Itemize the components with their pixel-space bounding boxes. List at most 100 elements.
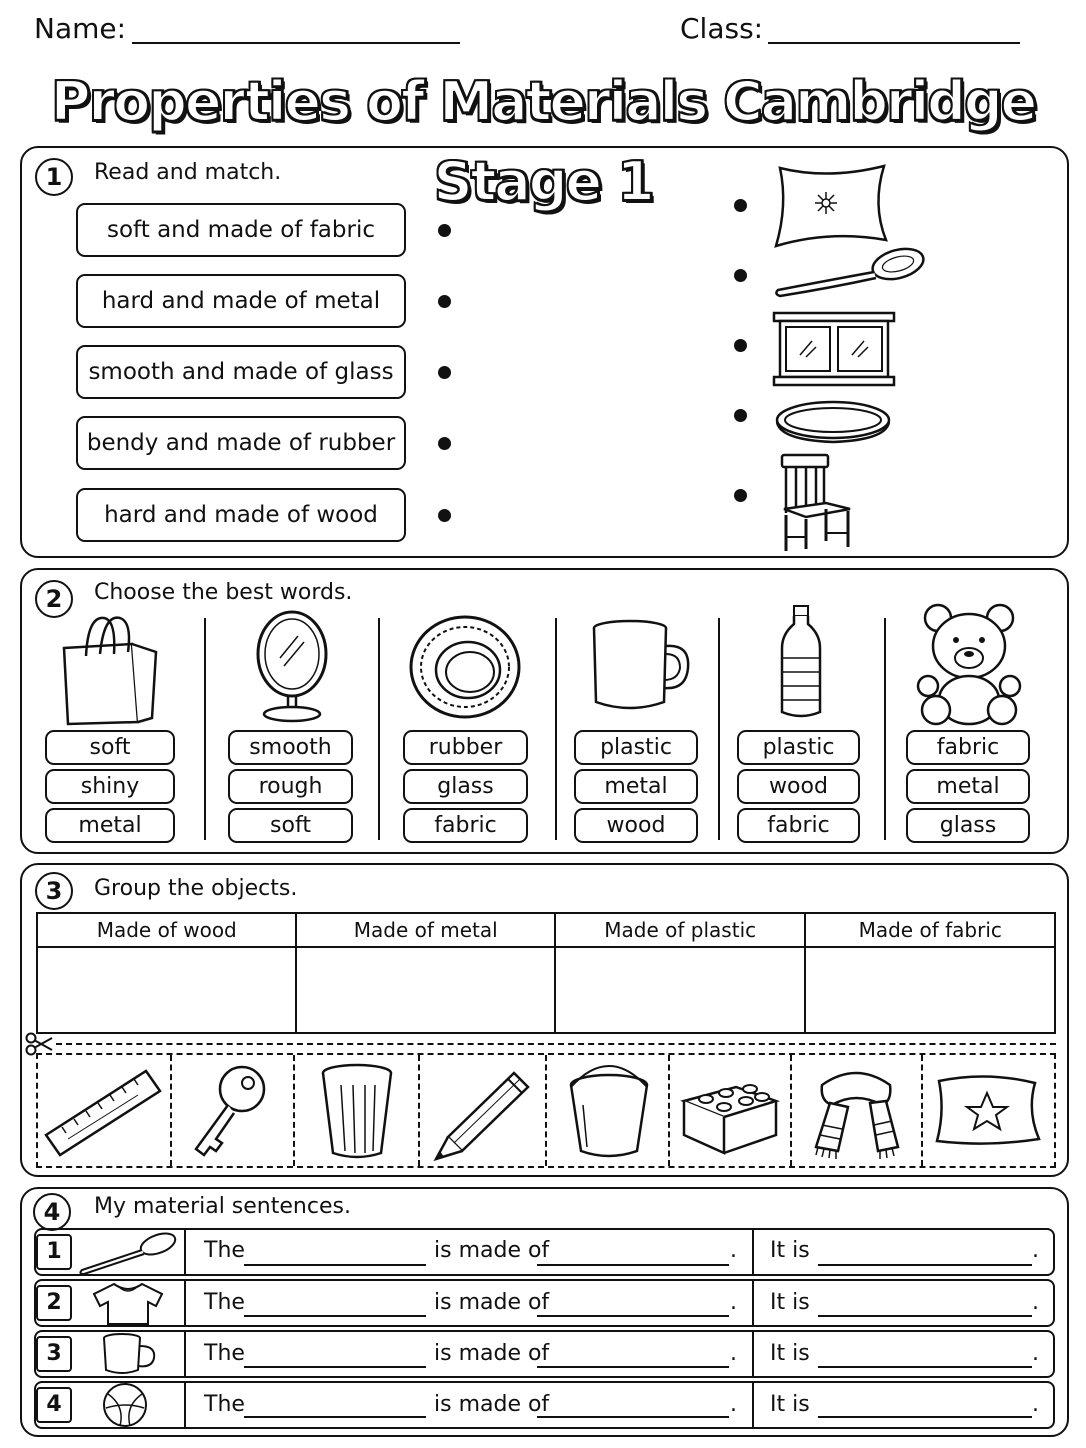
property-blank[interactable] [818, 1416, 1032, 1418]
made-of-label: is made of [434, 1238, 550, 1263]
option-mug-2[interactable]: metal [574, 769, 698, 804]
the-label: The [204, 1290, 245, 1315]
name-field[interactable] [132, 42, 460, 44]
period: . [1032, 1290, 1039, 1315]
phrase-bendy-rubber[interactable]: bendy and made of rubber [76, 416, 406, 470]
period: . [1032, 1341, 1039, 1366]
object-blank[interactable] [244, 1366, 426, 1368]
cut-card-pencil[interactable] [420, 1055, 547, 1166]
option-bag-1[interactable]: soft [45, 730, 175, 765]
option-mug-1[interactable]: plastic [574, 730, 698, 765]
sentence-row [34, 1330, 1055, 1378]
sentence-row [34, 1381, 1055, 1429]
option-mirror-3[interactable]: soft [228, 808, 353, 843]
section-2-instruction: Choose the best words. [94, 580, 353, 605]
match-dot-left-3[interactable] [438, 366, 451, 379]
scissors-icon [25, 1032, 53, 1056]
drop-cell-metal[interactable] [295, 946, 556, 1034]
match-dot-right-3[interactable] [734, 339, 747, 352]
spoon-icon [79, 1232, 177, 1276]
bag-icon [62, 616, 158, 726]
match-dot-right-1[interactable] [734, 199, 747, 212]
property-blank[interactable] [818, 1264, 1032, 1266]
cut-line [56, 1043, 1056, 1045]
phrase-soft-fabric[interactable]: soft and made of fabric [76, 203, 406, 257]
match-dot-left-1[interactable] [438, 224, 451, 237]
class-field[interactable] [768, 42, 1020, 44]
column-divider [718, 618, 720, 840]
sentence-row [34, 1279, 1055, 1327]
option-mug-3[interactable]: wood [574, 808, 698, 843]
tyre-icon [409, 615, 521, 719]
match-dot-left-4[interactable] [438, 437, 451, 450]
the-label: The [204, 1341, 245, 1366]
option-teddy-1[interactable]: fabric [906, 730, 1030, 765]
match-dot-left-5[interactable] [438, 509, 451, 522]
section-number-3: 3 [35, 872, 73, 910]
match-dot-right-5[interactable] [734, 489, 747, 502]
option-bottle-3[interactable]: fabric [737, 808, 860, 843]
option-teddy-3[interactable]: glass [906, 808, 1030, 843]
cut-card-key-inner[interactable] [172, 1055, 295, 1166]
phrase-smooth-glass[interactable]: smooth and made of glass [76, 345, 406, 399]
material-blank[interactable] [537, 1315, 729, 1317]
section-number-1: 1 [35, 158, 73, 196]
option-tyre-3[interactable]: fabric [403, 808, 528, 843]
row-divider [184, 1381, 186, 1429]
bottle-icon [780, 605, 822, 718]
sentence-number: 2 [36, 1285, 72, 1321]
object-blank[interactable] [244, 1315, 426, 1317]
teddy-bear-icon [916, 603, 1022, 726]
match-dot-right-4[interactable] [734, 409, 747, 422]
cut-card-cushion[interactable] [923, 1055, 1054, 1166]
material-blank[interactable] [537, 1416, 729, 1418]
drop-cell-wood[interactable] [35, 946, 298, 1034]
row-divider [752, 1381, 754, 1429]
match-dot-left-2[interactable] [438, 295, 451, 308]
option-mirror-2[interactable]: rough [228, 769, 353, 804]
phrase-hard-wood[interactable]: hard and made of wood [76, 488, 406, 542]
drop-cell-fabric[interactable] [804, 946, 1056, 1034]
row-divider [752, 1330, 754, 1378]
mirror-icon [256, 610, 328, 723]
phrase-hard-metal[interactable]: hard and made of metal [76, 274, 406, 328]
t-shirt-icon [92, 1282, 164, 1325]
property-blank[interactable] [818, 1366, 1032, 1368]
object-blank[interactable] [244, 1264, 426, 1266]
match-dot-right-2[interactable] [734, 269, 747, 282]
cut-card-scarf[interactable] [792, 1055, 923, 1166]
option-bag-2[interactable]: shiny [45, 769, 175, 804]
class-label: Class: [680, 12, 764, 45]
cut-card-cup[interactable] [295, 1055, 420, 1166]
option-bag-3[interactable]: metal [45, 808, 175, 843]
row-divider [752, 1279, 754, 1327]
option-tyre-1[interactable]: rubber [403, 730, 528, 765]
period: . [730, 1392, 737, 1417]
option-teddy-2[interactable]: metal [906, 769, 1030, 804]
section-3-instruction: Group the objects. [94, 876, 298, 901]
column-header-plastic: Made of plastic [553, 912, 807, 948]
option-bottle-2[interactable]: wood [737, 769, 860, 804]
drop-cell-plastic[interactable] [553, 946, 807, 1034]
sentence-number: 3 [36, 1336, 72, 1372]
sentence-row [34, 1228, 1055, 1276]
option-mirror-1[interactable]: smooth [228, 730, 353, 765]
cut-card-ruler[interactable] [38, 1055, 172, 1166]
property-blank[interactable] [818, 1315, 1032, 1317]
bucket-icon [569, 1065, 649, 1158]
section-number-2: 2 [35, 580, 73, 618]
made-of-label: is made of [434, 1392, 550, 1417]
sentence-number: 4 [36, 1387, 72, 1423]
option-bottle-1[interactable]: plastic [737, 730, 860, 765]
option-tyre-2[interactable]: glass [403, 769, 528, 804]
material-blank[interactable] [537, 1366, 729, 1368]
row-divider [184, 1279, 186, 1327]
period: . [1032, 1392, 1039, 1417]
column-divider [378, 618, 380, 840]
it-is-label: It is [770, 1392, 810, 1417]
material-blank[interactable] [537, 1264, 729, 1266]
object-blank[interactable] [244, 1416, 426, 1418]
name-label: Name: [34, 12, 127, 45]
cut-card-block[interactable] [670, 1055, 792, 1166]
cut-card-bucket[interactable] [547, 1055, 670, 1166]
